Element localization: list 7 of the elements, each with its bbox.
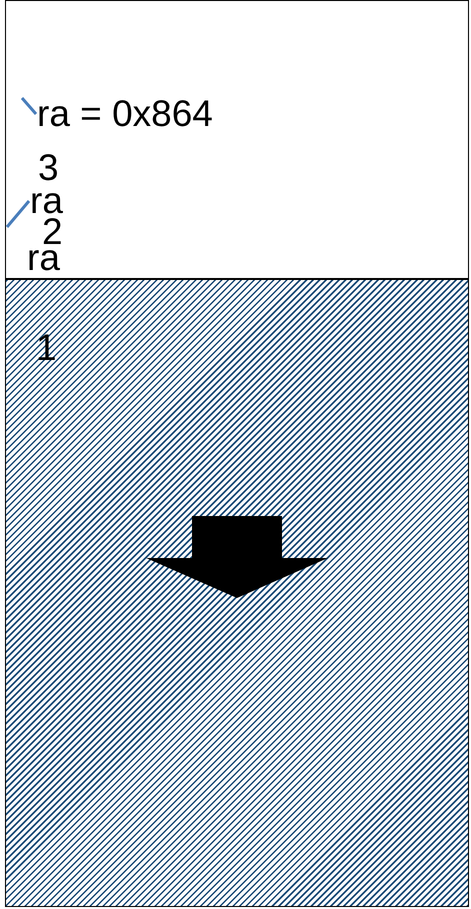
leader-line [6,200,30,228]
register-label: ra [30,183,63,219]
register-label: ra = 0x864 [37,96,213,132]
hatched-region [5,279,469,907]
leader-line [20,97,38,115]
frame-number: 3 [38,150,59,186]
stack-region [5,0,469,279]
